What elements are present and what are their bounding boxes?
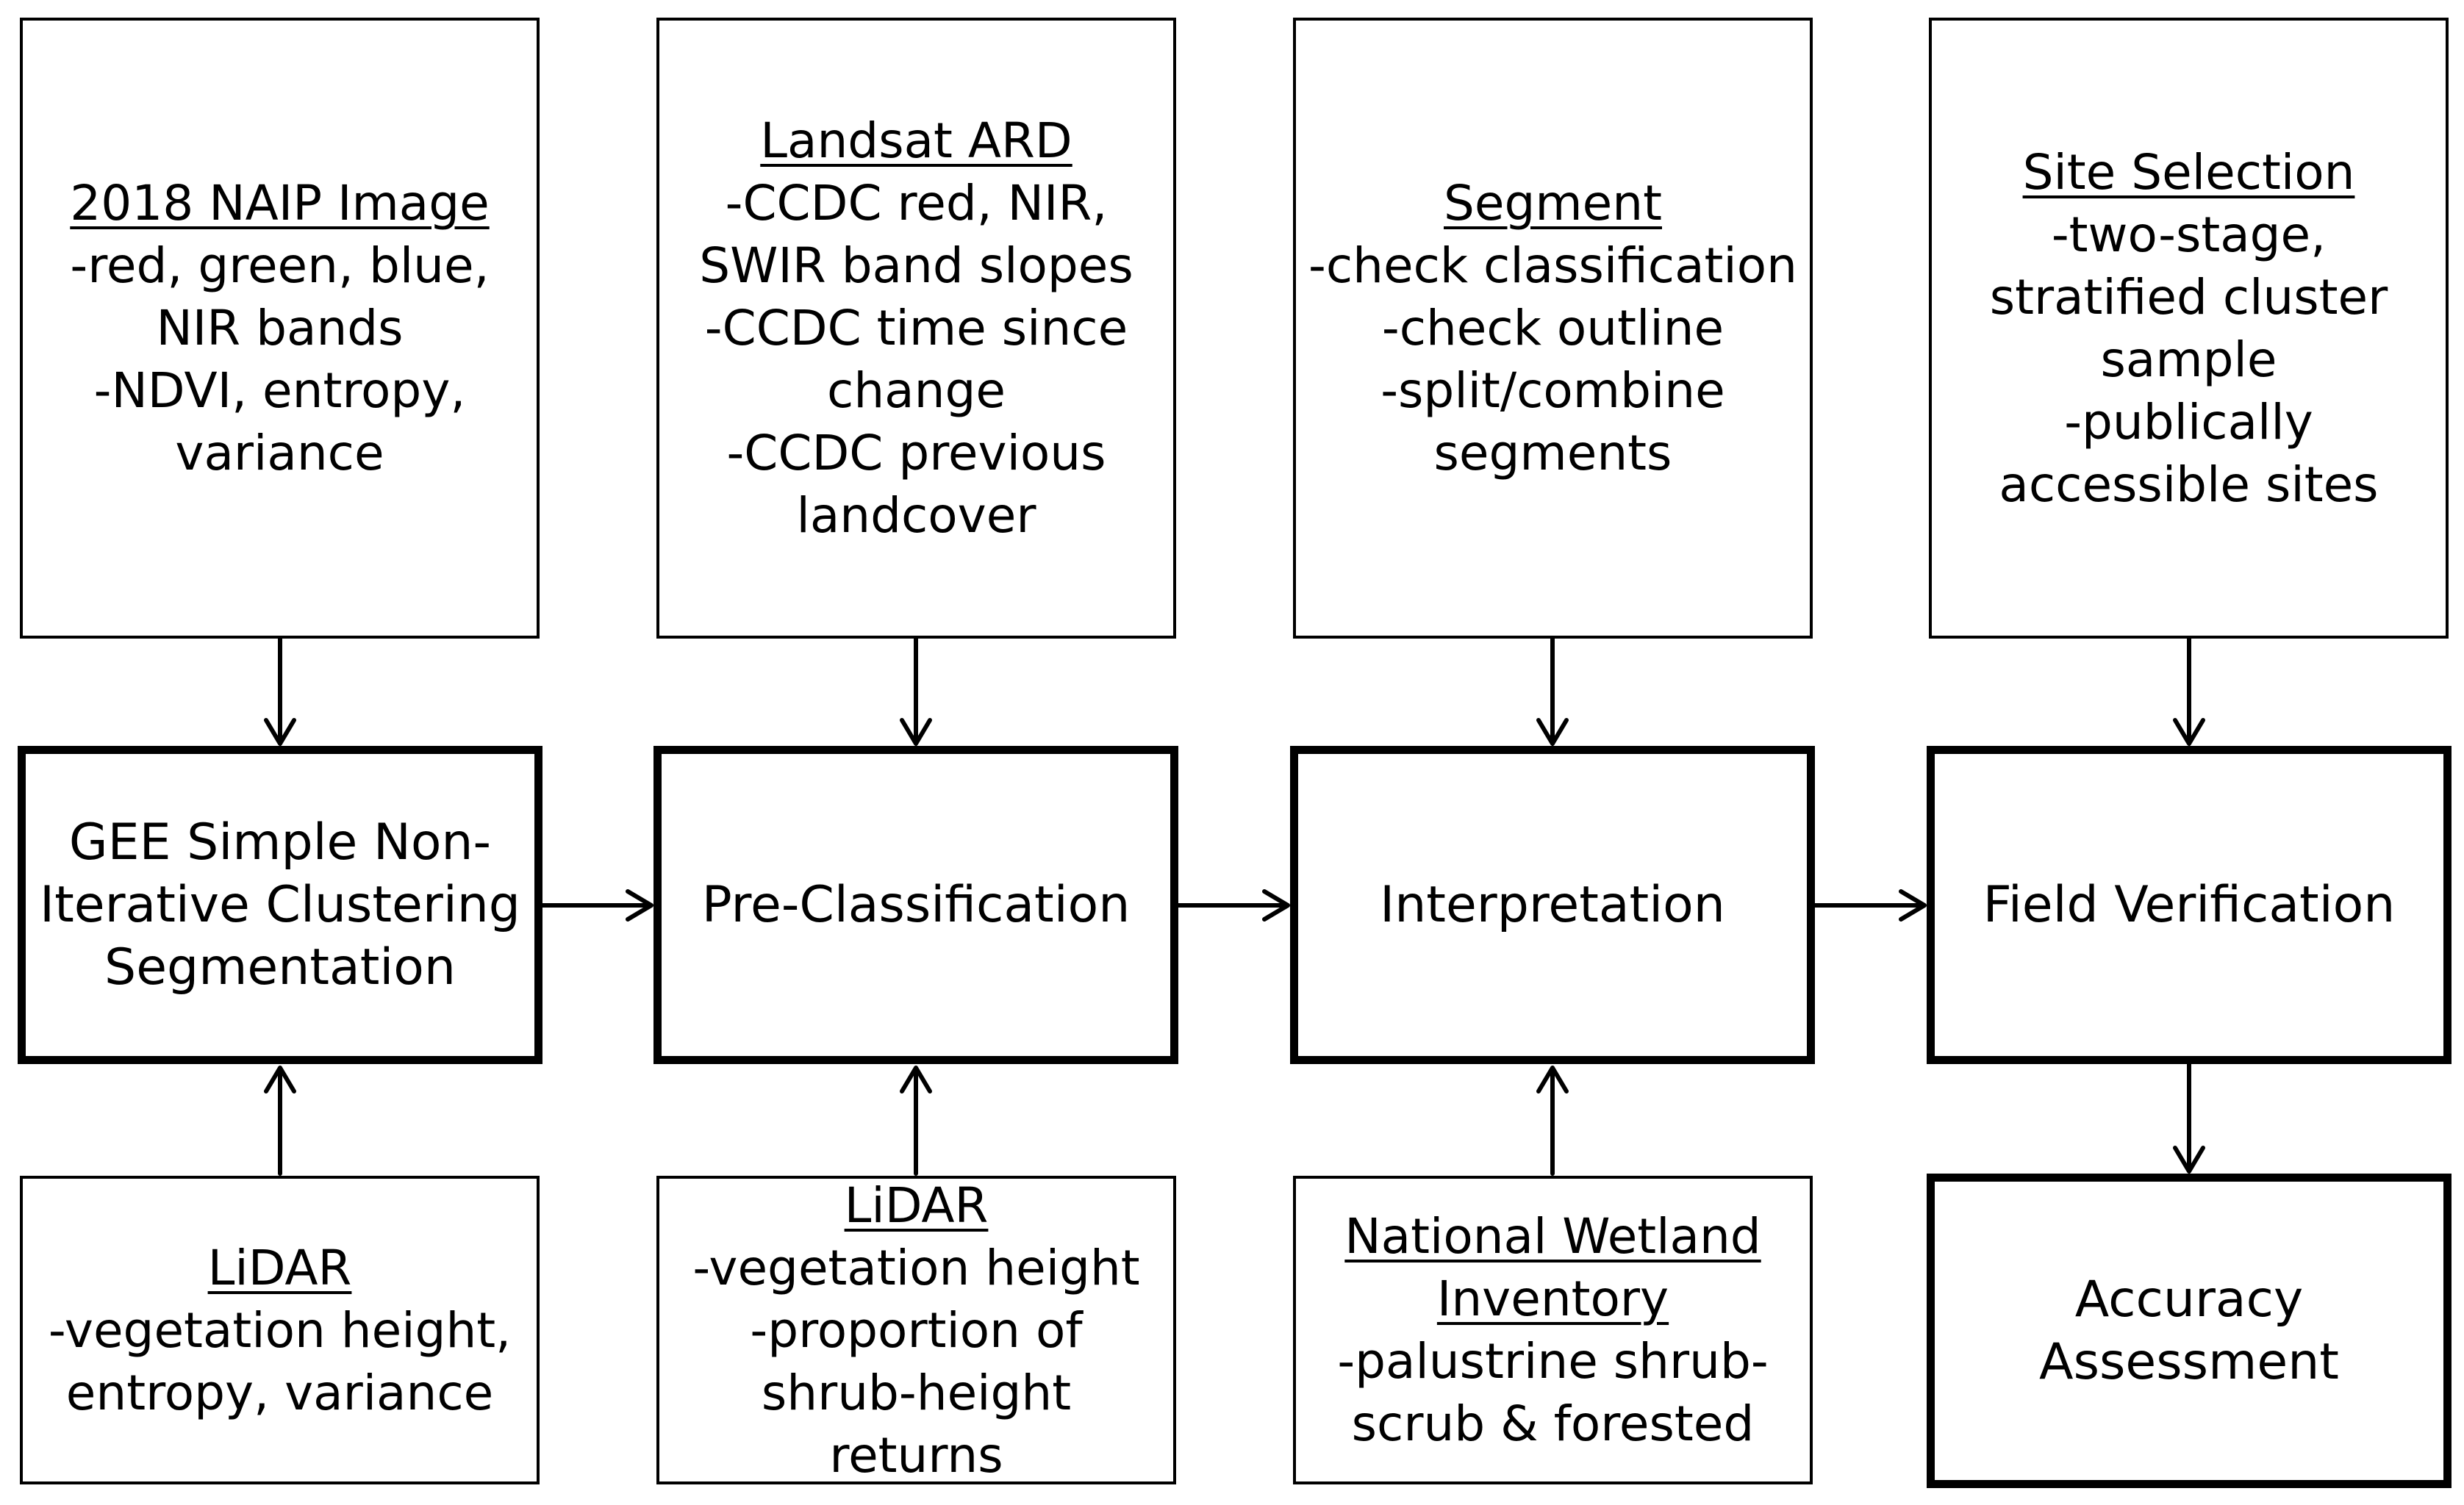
input-line: sample [2100,331,2277,388]
process-box-field-verification: Field Verification [1927,746,2452,1064]
input-title-lidar-1: LiDAR [207,1239,352,1296]
input-box-nwi: National Wetland Inventory -palustrine s… [1293,1176,1813,1484]
input-title-naip: 2018 NAIP Image [70,175,490,231]
input-title-segment: Segment [1444,175,1662,231]
input-line: -CCDC red, NIR, [725,175,1108,231]
process-box-accuracy-assessment: Accuracy Assessment [1927,1174,2452,1488]
process-line: Assessment [2039,1333,2339,1391]
arrow-preclass-to-interp [1175,889,1290,922]
input-line: shrub-height [761,1364,1072,1421]
input-title-lidar-2: LiDAR [844,1177,989,1234]
input-line: -vegetation height, [48,1301,512,1359]
arrow-nwi-to-interp [1536,1066,1569,1176]
process-box-gee-snic: GEE Simple Non- Iterative Clustering Seg… [18,746,542,1064]
input-line: -two-stage, [2051,206,2327,263]
input-line: landcover [796,487,1036,544]
input-line: -NDVI, entropy, [93,362,466,419]
input-line: -palustrine shrub- [1337,1333,1769,1390]
input-line: NIR bands [156,300,404,356]
input-line: -CCDC time since [704,300,1128,356]
input-box-site-selection: Site Selection -two-stage, stratified cl… [1929,18,2449,639]
arrow-interp-to-field [1812,889,1927,922]
input-line: -check classification [1308,237,1797,294]
arrow-naip-to-gee [264,636,296,746]
input-box-landsat: Landsat ARD -CCDC red, NIR, SWIR band sl… [656,18,1176,639]
input-line: variance [175,425,384,481]
process-line: Interpretation [1380,876,1725,934]
arrow-gee-to-preclass [540,889,653,922]
process-line: Pre-Classification [701,876,1131,934]
input-line: SWIR band slopes [699,237,1133,294]
input-line: -proportion of [750,1301,1083,1359]
process-box-interpretation: Interpretation [1290,746,1815,1064]
input-line: -vegetation height [692,1239,1140,1296]
process-line: Segmentation [104,938,456,996]
input-line: accessible sites [1999,456,2379,513]
input-title-site-selection: Site Selection [2022,143,2355,201]
input-line: segments [1433,425,1672,481]
input-line: returns [829,1426,1003,1484]
input-line: -CCDC previous [726,425,1106,481]
arrow-landsat-to-preclass [900,636,932,746]
input-box-lidar-1: LiDAR -vegetation height, entropy, varia… [20,1176,540,1484]
input-title-nwi: National Wetland [1344,1208,1761,1265]
input-box-segment: Segment -check classification -check out… [1293,18,1813,639]
arrow-field-to-accuracy [2173,1062,2205,1174]
process-line: Field Verification [1983,876,2396,934]
input-line: -red, green, blue, [70,237,490,294]
input-title-landsat: Landsat ARD [760,112,1072,169]
process-line: GEE Simple Non- [68,813,492,872]
input-box-lidar-2: LiDAR -vegetation height -proportion of … [656,1176,1176,1484]
input-title-nwi: Inventory [1436,1271,1669,1327]
process-box-pre-classification: Pre-Classification [653,746,1178,1064]
process-line: Accuracy [2074,1271,2304,1329]
input-line: stratified cluster [1989,268,2388,326]
input-line: entropy, variance [65,1364,494,1421]
arrow-lidar2-to-preclass [900,1066,932,1176]
arrow-segment-to-interp [1536,636,1569,746]
input-line: -check outline [1381,300,1725,356]
input-line: scrub & forested [1351,1396,1755,1452]
process-line: Iterative Clustering [40,876,520,934]
arrow-site-to-field [2173,636,2205,746]
input-line: -split/combine [1380,362,1725,419]
arrow-lidar1-to-gee [264,1066,296,1176]
input-line: change [827,362,1006,419]
input-box-naip: 2018 NAIP Image -red, green, blue, NIR b… [20,18,540,639]
input-line: -publically [2064,393,2313,450]
